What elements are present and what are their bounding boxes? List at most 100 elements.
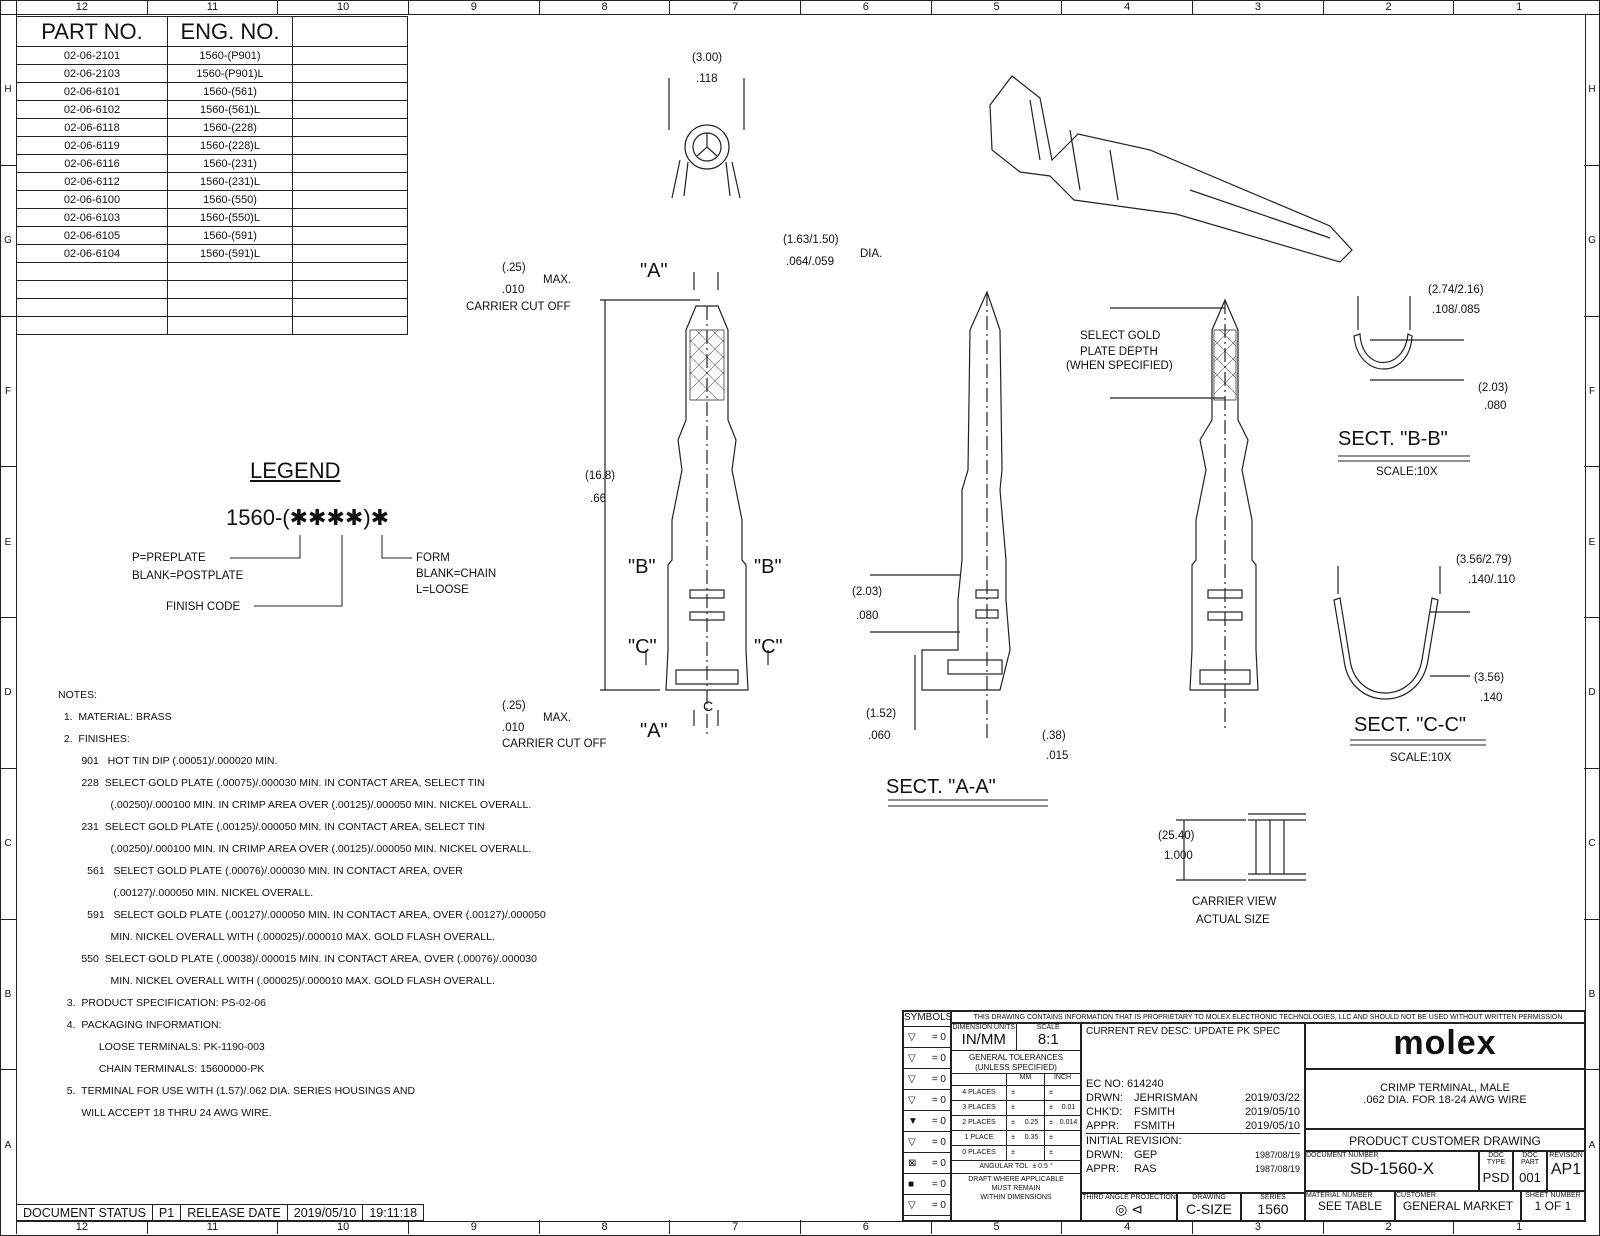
tolerance-cell: ± bbox=[1049, 1134, 1053, 1141]
tolerance-row: 0 PLACES± ± bbox=[952, 1145, 1080, 1160]
dim-cut-in: .010 bbox=[502, 284, 525, 296]
symbol-value: = 0 bbox=[931, 1031, 946, 1043]
init-drwn-name: GEP bbox=[1134, 1149, 1158, 1161]
symbol-value: = 0 bbox=[931, 1052, 946, 1064]
section-a-top: "A" bbox=[640, 260, 668, 282]
tolerance-cell: ± bbox=[1011, 1104, 1015, 1111]
dim-cut2-max: MAX. bbox=[543, 712, 572, 724]
third-angle-label: THIRD ANGLE PROJECTION bbox=[1082, 1194, 1176, 1201]
tolerance-symbol-icon: ▼ bbox=[908, 1115, 918, 1127]
select-gold-label: SELECT GOLD bbox=[1080, 330, 1161, 342]
section-b-right: "B" bbox=[754, 556, 782, 578]
draft-line3: WITHIN DIMENSIONS bbox=[980, 1194, 1052, 1201]
dim-bb-in: .108/.085 bbox=[1432, 304, 1480, 316]
carrier-view bbox=[1176, 813, 1306, 881]
projection-cell: THIRD ANGLE PROJECTION ◎ ⊲ bbox=[1081, 1193, 1177, 1221]
tolerance-symbol-icon: ▽ bbox=[908, 1136, 916, 1148]
dim-cc-mm: (3.56/2.79) bbox=[1456, 554, 1512, 566]
dim-aa-152: (1.52) bbox=[866, 708, 897, 720]
zone-label: F bbox=[0, 315, 16, 467]
isometric-view bbox=[989, 75, 1353, 263]
zone-label: 10 bbox=[277, 1220, 408, 1234]
carrier-view-label: CARRIER VIEW bbox=[1192, 896, 1277, 908]
carrier-cut-top: CARRIER CUT OFF bbox=[466, 301, 571, 313]
zone-label: D bbox=[0, 617, 16, 768]
tolerance-symbol-icon: ⊠ bbox=[908, 1157, 917, 1169]
sheet-number-cell: SHEET NUMBER 1 OF 1 bbox=[1521, 1191, 1585, 1221]
zone-label: 2 bbox=[1322, 1220, 1454, 1234]
eng-no-cell: 1560-(231)L bbox=[167, 172, 293, 191]
description-line1: CRIMP TERMINAL, MALE bbox=[1380, 1082, 1510, 1094]
unless-specified: (UNLESS SPECIFIED) bbox=[975, 1063, 1057, 1072]
dim-dia-in: .064/.059 bbox=[786, 256, 834, 268]
part-no-header: PART NO. bbox=[16, 16, 168, 47]
zone-label: 7 bbox=[669, 0, 800, 14]
init-drwn-label: DRWN: bbox=[1086, 1149, 1124, 1161]
doc-type-cell: DOC TYPE PSD bbox=[1479, 1151, 1513, 1191]
note-line: 1. MATERIAL: BRASS bbox=[58, 711, 172, 723]
note-line: 4. PACKAGING INFORMATION: bbox=[58, 1019, 222, 1031]
symbol-rows: ▽= 0▽= 0▽= 0▽= 0▼= 0▽= 0⊠= 0■= 0▽= 0 bbox=[904, 1027, 950, 1216]
drwn-date: 2019/03/22 bbox=[1244, 1092, 1300, 1104]
section-bb-view bbox=[1353, 296, 1464, 381]
scale-label: SCALE bbox=[1036, 1024, 1060, 1031]
tolerance-cell: 0.25 bbox=[1019, 1116, 1045, 1130]
notes-section: NOTES: 1. MATERIAL: BRASS 2. FINISHES: 9… bbox=[58, 684, 546, 1124]
zone-label: 10 bbox=[277, 0, 408, 14]
zone-label: 4 bbox=[1061, 0, 1192, 14]
note-line: (.00127)/.000050 MIN. NICKEL OVERALL. bbox=[58, 887, 314, 899]
series-cell: SERIES 1560 bbox=[1241, 1193, 1305, 1221]
sect-bb-title: SECT. "B-B" bbox=[1338, 428, 1448, 450]
note-line: 561 SELECT GOLD PLATE (.00076)/.000030 M… bbox=[58, 865, 463, 877]
end-view-top bbox=[668, 78, 745, 199]
tolerance-cell bbox=[1019, 1101, 1045, 1115]
sheet-number-label: SHEET NUMBER bbox=[1525, 1192, 1581, 1199]
zone-label: 8 bbox=[538, 0, 670, 14]
note-line: 231 SELECT GOLD PLATE (.00125)/.000050 M… bbox=[58, 821, 485, 833]
zone-label: 5 bbox=[930, 1220, 1062, 1234]
part-no-cell: 02-06-6118 bbox=[16, 118, 168, 137]
series-value: 1560 bbox=[1257, 1201, 1289, 1217]
tolerance-row: 3 PLACES± ±0.01 bbox=[952, 1100, 1080, 1115]
zone-label: E bbox=[1584, 466, 1600, 617]
zone-label: 4 bbox=[1061, 1220, 1192, 1234]
section-b-left: "B" bbox=[628, 556, 656, 578]
material-number: SEE TABLE bbox=[1317, 1199, 1383, 1213]
section-a-bottom: "A" bbox=[640, 720, 668, 742]
zone-label: 12 bbox=[16, 1220, 147, 1234]
terminal-main-view bbox=[600, 299, 749, 735]
tolerance-cell: 0.35 bbox=[1019, 1131, 1045, 1145]
zone-label: 11 bbox=[146, 1220, 278, 1234]
title-block: SYMBOLS ▽= 0▽= 0▽= 0▽= 0▼= 0▽= 0⊠= 0■= 0… bbox=[902, 1010, 1586, 1222]
symbol-row: ▽= 0 bbox=[904, 1048, 950, 1069]
terminal-side-view bbox=[1110, 298, 1259, 730]
contact-hatch-side bbox=[1213, 329, 1237, 395]
table-row bbox=[16, 280, 408, 299]
projection-symbol-icon: ◎ ⊲ bbox=[1115, 1201, 1143, 1217]
dim-cc-h-mm: (3.56) bbox=[1474, 672, 1505, 684]
tolerance-cell: 0.014 bbox=[1059, 1119, 1078, 1126]
dim-cut2-mm: (.25) bbox=[502, 700, 526, 712]
note-line: 2. FINISHES: bbox=[58, 733, 130, 745]
doc-status: P1 bbox=[151, 1204, 182, 1221]
when-specified-label: (WHEN SPECIFIED) bbox=[1066, 360, 1173, 372]
symbol-value: = 0 bbox=[931, 1094, 946, 1106]
company-logo-cell: molex bbox=[1305, 1023, 1585, 1069]
zone-label: 5 bbox=[930, 0, 1062, 14]
symbol-row: ▽= 0 bbox=[904, 1069, 950, 1090]
zone-label: 3 bbox=[1192, 0, 1323, 14]
symbol-row: ▽= 0 bbox=[904, 1195, 950, 1216]
zone-label: 1 bbox=[1453, 0, 1584, 14]
zone-label: A bbox=[0, 1069, 16, 1220]
init-appr-name: RAS bbox=[1134, 1163, 1157, 1175]
part-no-cell: 02-06-6102 bbox=[16, 100, 168, 119]
note-line: (.00250)/.000100 MIN. IN CRIMP AREA OVER… bbox=[58, 843, 532, 855]
zone-label: H bbox=[1584, 14, 1600, 165]
note-line: MIN. NICKEL OVERALL WITH (.000025)/.0000… bbox=[58, 975, 495, 987]
drawing-size-cell: DRAWING C-SIZE bbox=[1177, 1193, 1241, 1221]
